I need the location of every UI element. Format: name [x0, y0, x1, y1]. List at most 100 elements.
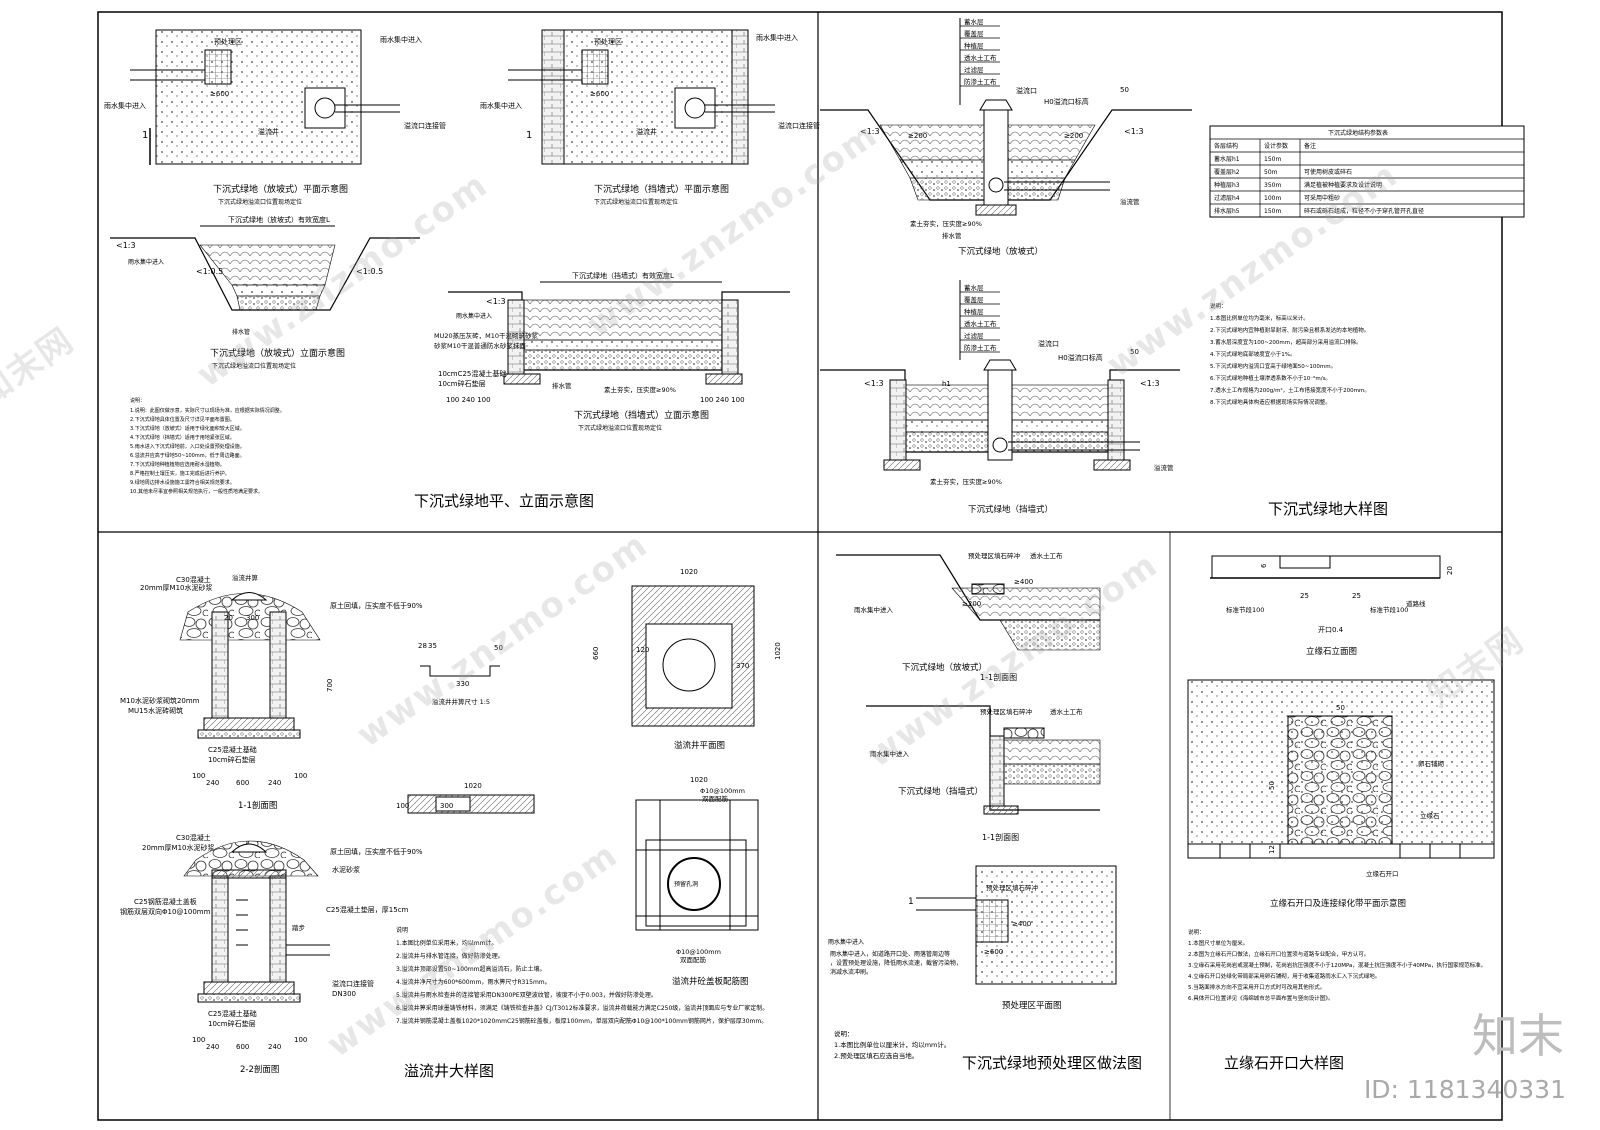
- layer-label-b-1: 覆盖层: [964, 295, 984, 304]
- plan-b-inflow-label: 雨水集中进入: [756, 33, 798, 42]
- sec22-dim-240a: 240: [206, 1043, 219, 1051]
- sec11-wall: M10水泥砂浆砌筑20mm: [120, 696, 200, 705]
- grate-title: 溢流井井箅尺寸 1:5: [432, 697, 490, 706]
- sec11-d300: 300: [246, 614, 259, 622]
- sec11-d20: 20: [224, 614, 233, 622]
- grate-d35: 35: [428, 642, 437, 650]
- sec-b-overflow: 溢流口: [1038, 339, 1059, 348]
- sec22-backfill: 原土回填，压实度不低于90%: [330, 847, 423, 856]
- sec11-c30: C30混凝土: [176, 575, 211, 584]
- p5-d100b: 标准节段100: [1370, 605, 1408, 614]
- p2-note-5: 6.下沉式绿地种植土壤渗透系数不小于10⁻⁶m/s。: [1210, 374, 1331, 382]
- p4-a-inflow: 雨水集中进入: [854, 605, 894, 614]
- elev-b-wall-m10: 砂浆M10干混普通防水砂浆抹面: [434, 341, 526, 350]
- sec11-dim-240b: 240: [268, 779, 281, 787]
- p4-plan-note-line-1: ，设置预处理设施，降低雨水流速，截留污染物，: [830, 959, 962, 967]
- slab-100: 100: [396, 802, 409, 810]
- plan-a-pretreat: [204, 49, 232, 85]
- plan-b-wall-left: [541, 29, 565, 165]
- p3-note-3: 4.溢流井净尺寸为600*600mm，雨水箅尺寸R315mm。: [396, 978, 551, 986]
- p5-d25a: 25: [1300, 592, 1309, 600]
- table-cell-2-0: 种植层h3: [1214, 181, 1240, 189]
- panel1-title: 下沉式绿地平、立面示意图: [414, 492, 594, 510]
- table-cell-3-2: 可采用中粗砂: [1304, 194, 1340, 202]
- elev-a-drain: 排水管: [232, 328, 250, 336]
- p5-note-5: 6.具体开口位置详见《海绵城市总平面布置与竖向设计图》。: [1188, 994, 1334, 1002]
- sec-b-h1: h1: [942, 380, 951, 388]
- sec11-c25: C25混凝土基础: [208, 745, 257, 754]
- p3-note-5: 6.溢流井箅采用球墨铸铁材料，须满足《铸铁检查井盖》CJ/T3012标准要求，溢…: [396, 1004, 768, 1012]
- elev-b-wall-right: [721, 299, 739, 375]
- sec22-dim-100a: 100: [192, 1036, 205, 1044]
- p4-a-sec: 1-1剖面图: [980, 672, 1017, 682]
- p5-curb: 立缘石: [1420, 811, 1440, 820]
- sec-b-h0: H0溢流口标高: [1058, 353, 1103, 362]
- plan-b-pipe-label: 溢流口连接管: [778, 121, 820, 130]
- panel-pretreatment: 预处理区填石碎冲 透水土工布 雨水集中进入 ≥200 ≥400 下沉式绿地（放坡…: [828, 551, 1142, 1072]
- p5-note-0: 1.本图尺寸单位为厘米。: [1188, 939, 1248, 947]
- plan-h1020: 1020: [774, 642, 782, 660]
- sec11-d700: 700: [326, 679, 334, 692]
- sec11-backfill: 原土回填，压实度不低于90%: [330, 601, 423, 610]
- grate-d28: 28: [418, 642, 427, 650]
- plan-b-pretreat-label: 预处理区: [594, 37, 622, 46]
- p5-elev-title: 立缘石立面图: [1306, 646, 1357, 657]
- panel-overflow-well: 溢流井箅 C30混凝土 20mm厚M10水泥砂浆 原土回填，压实度不低于90% …: [120, 568, 782, 1080]
- elev-b-note: 下沉式绿地溢流口位置现场定位: [578, 424, 662, 432]
- sec22-dim-600: 600: [236, 1043, 249, 1051]
- p4-plan-title: 预处理区平面图: [1002, 1000, 1062, 1011]
- plan-b-well-label: 溢流井: [636, 127, 657, 136]
- rebar-hole: 预留孔洞: [674, 880, 698, 888]
- p2-notes: 说明：1.本图比例单位均为毫米，标高以米计。2.下沉式绿地内宜种植耐旱耐涝、耐污…: [1210, 302, 1370, 406]
- table-cell-1-2: 可使用树皮或碎石: [1304, 168, 1352, 176]
- sec-a-slope-r: <1:3: [1124, 127, 1144, 136]
- sec22-rebar: 钢筋双层双向Φ10@100mm: [120, 907, 211, 916]
- sec22-m10: 20mm厚M10水泥砂浆: [142, 843, 215, 852]
- table-cell-2-2: 满足植被种植要求及设计说明: [1304, 181, 1382, 189]
- p4-b-pre: 预处理区填石碎冲: [980, 707, 1033, 716]
- elev-a-slope2: <1:0.5: [196, 267, 223, 276]
- plan-a-well-hole: [314, 97, 336, 119]
- rebar-title: 溢流井砼盖板配筋图: [672, 976, 749, 987]
- table-cell-3-1: 100m: [1264, 195, 1281, 202]
- p4-b-title: 下沉式绿地（挡墙式）: [898, 786, 983, 797]
- plan-a-well-label: 溢流井: [258, 127, 279, 136]
- p5-stone: 卵石铺砌: [1418, 759, 1445, 768]
- sec-a-dim50: 50: [1120, 86, 1129, 94]
- sec22-pipe: 溢流口连接管: [332, 979, 374, 988]
- p3-note-1: 2.溢流井与排水管连接，做好防渗处理。: [396, 952, 504, 960]
- plan-120: 120: [636, 646, 649, 654]
- elev-a-note: 下沉式绿地溢流口位置现场定位: [212, 362, 296, 370]
- sec22-c25: C25混凝土基础: [208, 1009, 257, 1018]
- sec22-mortar: 水泥砂浆: [332, 865, 360, 874]
- layer-label-b-2: 种植层: [964, 307, 984, 316]
- layer-label-b-0: 蓄水层: [964, 283, 984, 292]
- p2-note-7: 8.下沉式绿地具体构造应根据现场实际情况调整。: [1210, 398, 1331, 406]
- plan-b-title: 下沉式绿地（挡墙式）平面示意图: [594, 183, 729, 195]
- plan-title: 溢流井平面图: [674, 740, 725, 751]
- p5-d50v: 50: [1268, 781, 1276, 790]
- plan-370: 370: [736, 662, 749, 670]
- p2-note-4: 5.下沉式绿地内溢流口宜高于绿地面50~100mm。: [1210, 362, 1336, 370]
- svg-text:7.下沉式绿地种植植物应选用耐水湿植物。: 7.下沉式绿地种植植物应选用耐水湿植物。: [130, 461, 225, 468]
- layer-label-a-0: 蓄水层: [964, 17, 984, 26]
- p5-d12: 12: [1268, 845, 1276, 854]
- p3-note-2: 3.溢流井顶部设置50~100mm超高溢流石，防止土壤。: [396, 965, 546, 973]
- sec-b-slope-r: <1:3: [1140, 379, 1160, 388]
- elev-b-slope: <1:3: [486, 297, 506, 306]
- slab-300: 300: [440, 802, 453, 810]
- layer-label-b-4: 过滤层: [964, 331, 984, 340]
- p4-plan-note-line-0: 雨水集中进入，如道路开口处、雨落管周边等: [830, 950, 950, 958]
- panel4-title: 下沉式绿地预处理区做法图: [962, 1054, 1142, 1072]
- p4-b-sec: 1-1剖面图: [982, 832, 1019, 842]
- sec11-grate: 溢流井箅: [232, 573, 259, 582]
- p2-note-0: 1.本图比例单位均为毫米，标高以米计。: [1210, 314, 1309, 322]
- slab-1020: 1020: [464, 782, 482, 790]
- elev-b-base: 10cmC25混凝土基础: [438, 369, 506, 378]
- sec11-brick: MU15水泥砖砌筑: [128, 706, 183, 715]
- p4-plan-note-line-2: 消减水流冲刷。: [830, 968, 872, 976]
- elev-b-inflow: 雨水集中进入: [456, 312, 492, 320]
- p4-a-geo: 透水土工布: [1030, 551, 1063, 560]
- panel-sunken-greenspace-plan: 预处理区 雨水集中进入 雨水集中进入 溢流井 溢流口连接管 ≥600 1 下沉式…: [104, 29, 820, 510]
- panel5-title: 立缘石开口大样图: [1224, 1054, 1344, 1072]
